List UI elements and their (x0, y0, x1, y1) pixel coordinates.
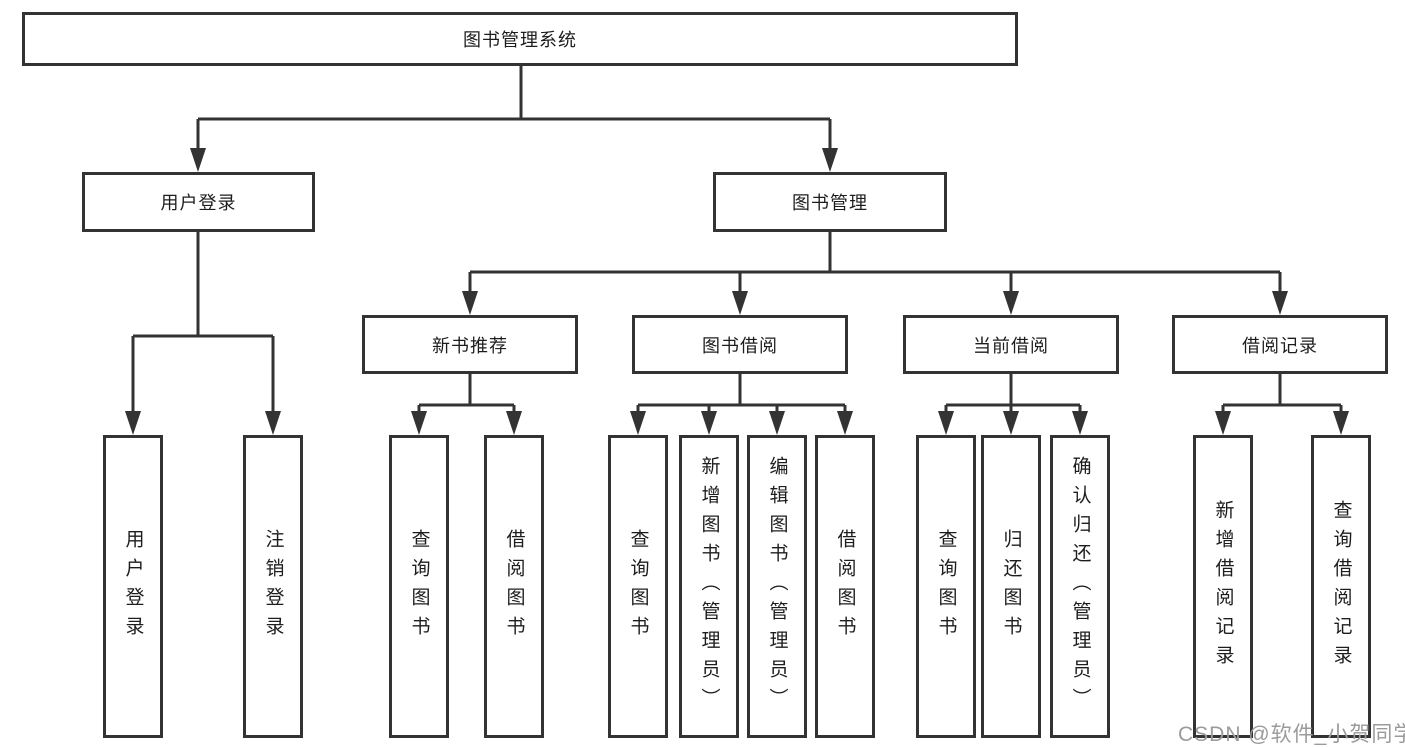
leaf-confirm-return-admin: 确认归还（管理员） (1050, 435, 1110, 738)
leaf-return-books: 归还图书 (981, 435, 1041, 738)
leaf-newbook-borrow-books: 借阅图书 (484, 435, 544, 738)
leaf-add-borrow-record: 新增借阅记录 (1193, 435, 1253, 738)
node-book-borrowing: 图书借阅 (632, 315, 848, 374)
leaf-current-query-books: 查询图书 (916, 435, 976, 738)
leaf-user-login: 用户登录 (103, 435, 163, 738)
csdn-watermark: CSDN @软件_小贺同学 (1178, 723, 1405, 746)
node-book-management: 图书管理 (713, 172, 947, 232)
node-current-borrowing: 当前借阅 (903, 315, 1119, 374)
arrowheads (125, 148, 1349, 435)
leaf-logout: 注销登录 (243, 435, 303, 738)
leaf-borrow-books: 借阅图书 (815, 435, 875, 738)
leaf-add-books-admin: 新增图书（管理员） (679, 435, 739, 738)
leaf-query-borrow-record: 查询借阅记录 (1311, 435, 1371, 738)
node-borrowing-records: 借阅记录 (1172, 315, 1388, 374)
leaf-edit-books-admin: 编辑图书（管理员） (747, 435, 807, 738)
node-user-login: 用户登录 (82, 172, 315, 232)
node-new-book-recommendation: 新书推荐 (362, 315, 578, 374)
leaf-borrow-query-books: 查询图书 (608, 435, 668, 738)
node-root-library-system: 图书管理系统 (22, 12, 1018, 66)
leaf-newbook-query-books: 查询图书 (389, 435, 449, 738)
